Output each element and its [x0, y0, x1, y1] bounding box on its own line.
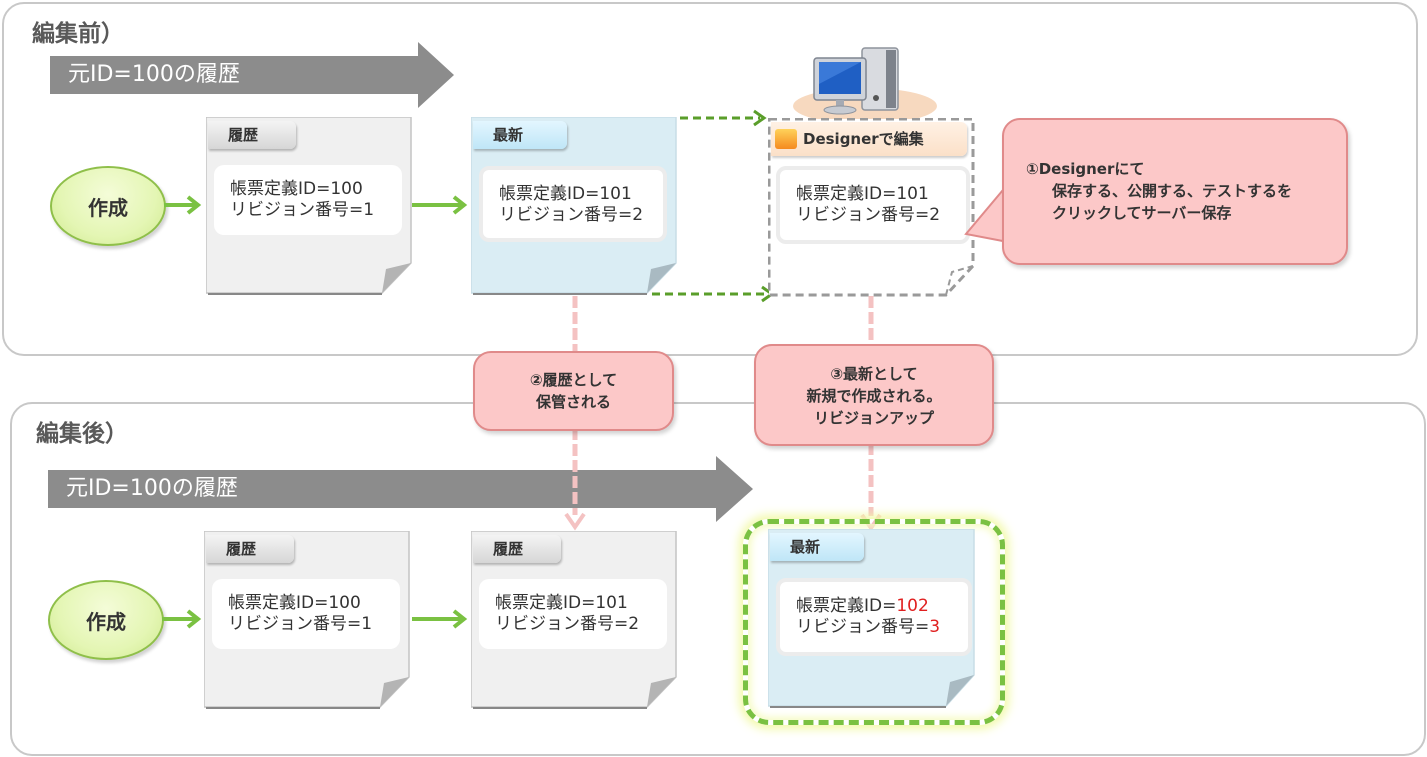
designer-edit-doc: Designerで編集 帳票定義ID=101 リビジョン番号=2 [768, 118, 975, 297]
doc-id-value: 101 [595, 593, 628, 613]
history-tag: 履歴 [208, 121, 296, 149]
before-doc-history: 履歴 帳票定義ID=100 リビジョン番号=1 [206, 117, 412, 295]
doc-info-card: 帳票定義ID=101 リビジョン番号=2 [776, 166, 970, 244]
after-doc-history-2: 履歴 帳票定義ID=101 リビジョン番号=2 [471, 531, 677, 709]
before-title: 編集前） [32, 21, 124, 47]
latest-tag: 最新 [770, 533, 864, 561]
doc-id-value: 100 [328, 593, 361, 613]
doc-id-value: 100 [330, 179, 363, 199]
after-title: 編集後） [36, 421, 128, 447]
doc-id-value: 101 [896, 184, 929, 204]
revision-value: 2 [929, 205, 941, 225]
history-tag: 履歴 [206, 535, 294, 563]
callout-created-as-latest: ③最新として 新規で作成される。 リビジョンアップ [754, 344, 994, 446]
after-doc-latest: 最新 帳票定義ID=102 リビジョン番号=3 [768, 529, 975, 708]
doc-id-value: 101 [599, 184, 632, 204]
dashed-arrow-top-head [753, 109, 767, 127]
designer-app-icon [775, 129, 797, 149]
before-flow-arrows [164, 109, 775, 303]
after-timeline-label: 元ID=100の履歴 [66, 476, 238, 501]
revision-value: 2 [628, 614, 640, 634]
latest-tag: 最新 [473, 121, 567, 149]
revision-value: 1 [363, 200, 375, 220]
arrow-start-to-doc1-after [162, 609, 202, 629]
computer-icon [790, 44, 940, 124]
before-start-node: 作成 [50, 166, 166, 246]
designer-edit-tag: Designerで編集 [771, 122, 967, 156]
after-timeline-arrow: 元ID=100の履歴 [48, 456, 753, 522]
after-start-label: 作成 [86, 609, 126, 634]
revision-value: 2 [632, 205, 644, 225]
callout-stored-as-history: ②履歴として 保管される [473, 351, 674, 431]
doc-info-card: 帳票定義ID=100 リビジョン番号=1 [212, 579, 400, 649]
arrow-doc1-to-doc2 [412, 195, 468, 215]
before-timeline-label: 元ID=100の履歴 [68, 62, 240, 87]
arrow-doc1-to-doc2-after [412, 609, 468, 629]
revision-value: 1 [361, 614, 373, 634]
connector-arrowhead-2 [564, 512, 586, 531]
doc-info-card: 帳票定義ID=101 リビジョン番号=2 [479, 166, 667, 242]
before-start-label: 作成 [88, 195, 128, 220]
arrow-start-to-doc1 [164, 195, 202, 215]
before-doc-latest: 最新 帳票定義ID=101 リビジョン番号=2 [471, 117, 677, 295]
callout-designer-save: ①Designerにて 保存する、公開する、テストするを クリックしてサーバー保… [1002, 118, 1348, 265]
doc-info-card: 帳票定義ID=100 リビジョン番号=1 [214, 165, 402, 235]
after-doc-history-1: 履歴 帳票定義ID=100 リビジョン番号=1 [204, 531, 410, 709]
doc-id-value: 102 [896, 596, 929, 616]
history-tag: 履歴 [473, 535, 561, 563]
after-start-node: 作成 [48, 580, 164, 660]
before-timeline-arrow: 元ID=100の履歴 [50, 42, 454, 108]
doc-info-card: 帳票定義ID=101 リビジョン番号=2 [479, 579, 667, 649]
doc-info-card: 帳票定義ID=102 リビジョン番号=3 [776, 578, 972, 656]
new-latest-highlight [743, 519, 1005, 725]
revision-value: 3 [929, 617, 941, 637]
